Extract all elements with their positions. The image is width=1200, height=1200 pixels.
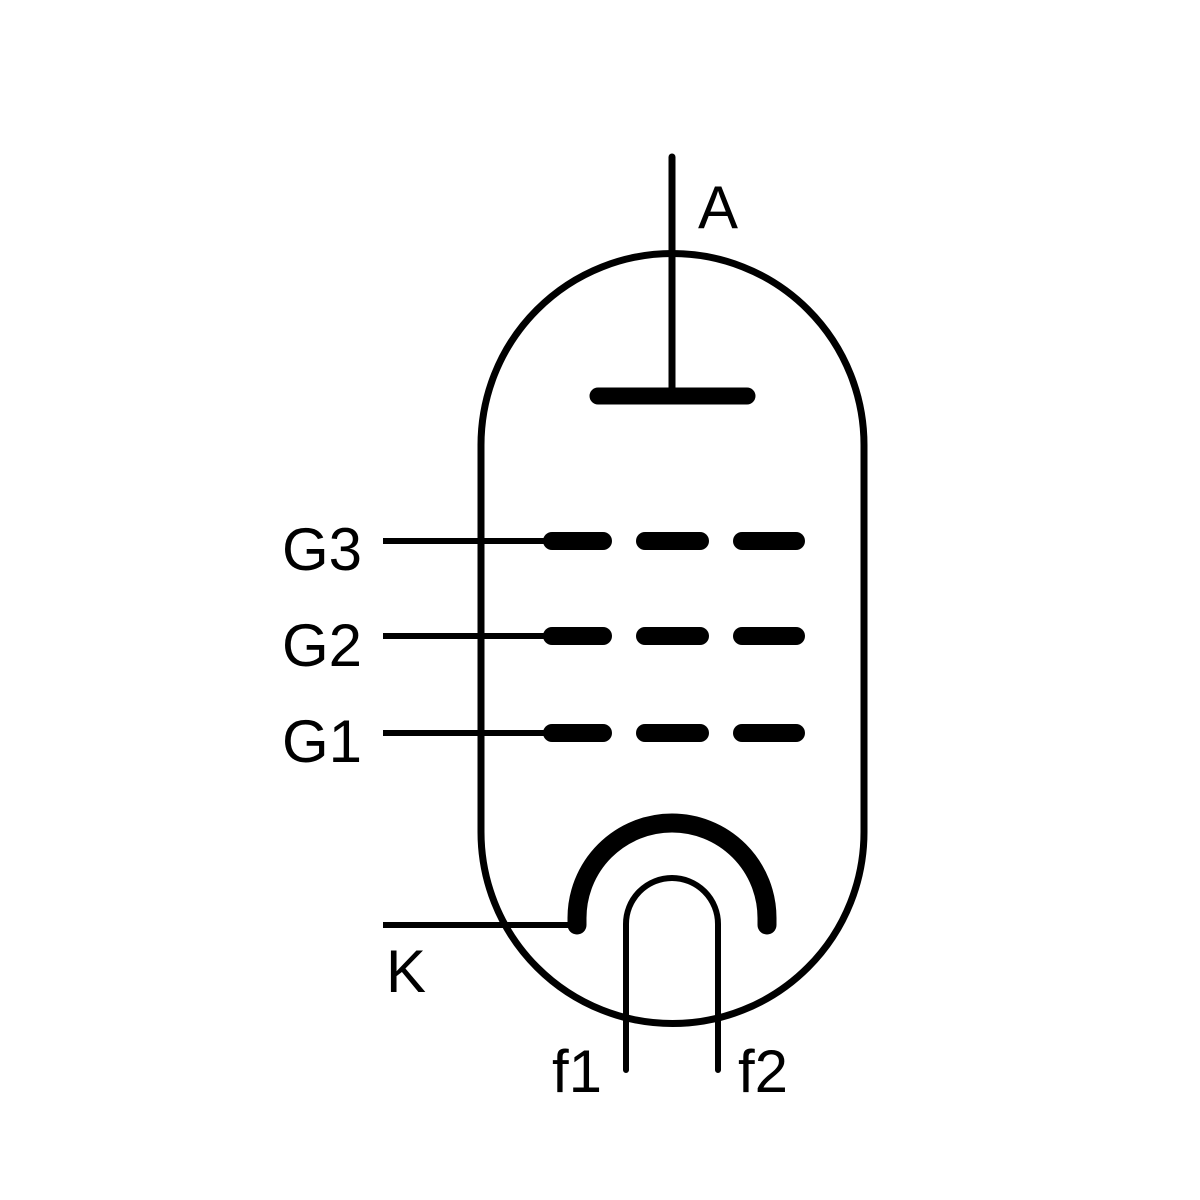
label-filament2: f2: [738, 1038, 788, 1105]
glass-envelope: [477, 250, 868, 1027]
label-grid3: G3: [282, 516, 362, 583]
label-grid2: G2: [282, 612, 362, 679]
cathode: [567, 813, 777, 935]
label-anode: A: [698, 174, 738, 241]
label-filament1: f1: [552, 1038, 602, 1105]
label-grid1: G1: [282, 708, 362, 775]
label-cathode: K: [386, 938, 426, 1005]
filament: [623, 875, 721, 1073]
